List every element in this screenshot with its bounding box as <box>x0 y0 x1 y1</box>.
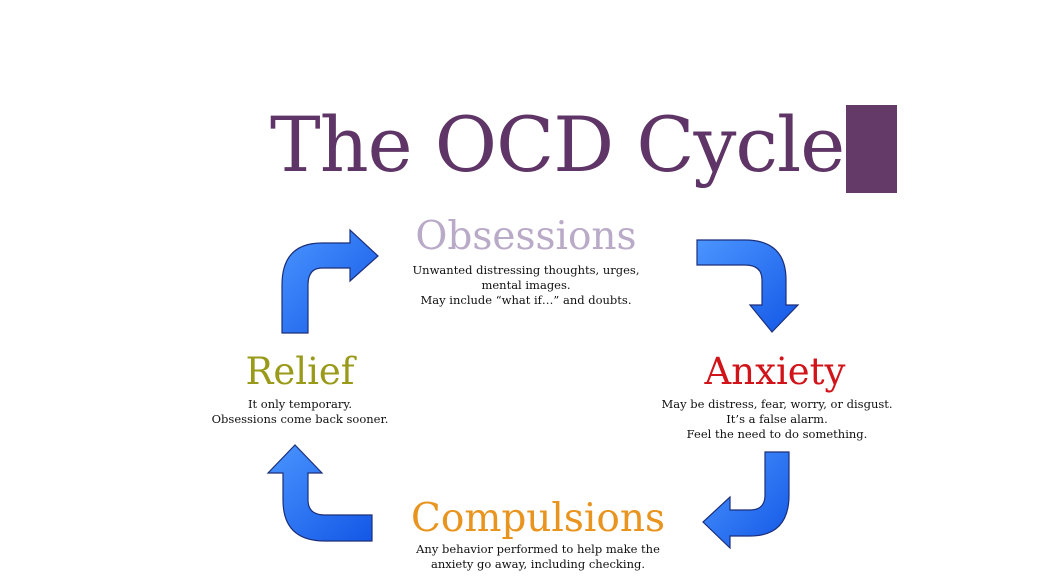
compulsions-description: Any behavior performed to help make the … <box>388 542 688 572</box>
description-line: It’s a false alarm. <box>726 412 828 426</box>
description-line: anxiety go away, including checking. <box>430 557 646 571</box>
compulsions-heading: Compulsions <box>411 496 665 541</box>
description-line: Any behavior performed to help make the <box>416 542 660 556</box>
arrow-relief-to-obsessions-icon <box>281 228 379 334</box>
relief-heading: Relief <box>245 350 355 393</box>
obsessions-description: Unwanted distressing thoughts, urges, me… <box>376 263 676 308</box>
description-line: May be distress, fear, worry, or disgust… <box>661 397 893 411</box>
description-line: Unwanted distressing thoughts, urges, <box>412 263 640 277</box>
description-line: mental images. <box>481 278 571 292</box>
description-line: Feel the need to do something. <box>686 427 868 441</box>
arrow-anxiety-to-compulsions-icon <box>702 451 790 550</box>
description-line: May include “what if…” and doubts. <box>420 293 632 307</box>
title-accent-block <box>846 105 897 193</box>
arrow-compulsions-to-relief-icon <box>266 444 373 542</box>
anxiety-heading: Anxiety <box>704 350 846 393</box>
relief-description: It only temporary. Obsessions come back … <box>180 397 420 427</box>
arrow-obsessions-to-anxiety-icon <box>696 239 800 333</box>
page-title: The OCD Cycle <box>270 100 845 189</box>
obsessions-heading: Obsessions <box>415 214 637 259</box>
description-line: Obsessions come back sooner. <box>211 412 389 426</box>
description-line: It only temporary. <box>247 397 353 411</box>
anxiety-description: May be distress, fear, worry, or disgust… <box>637 397 917 442</box>
